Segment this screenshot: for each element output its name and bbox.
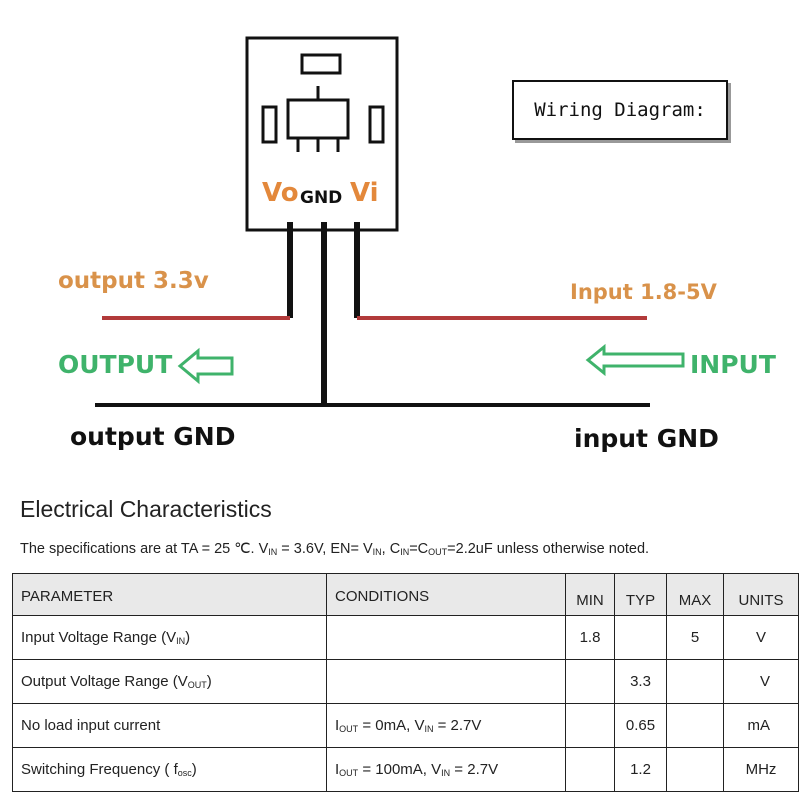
typ-cell: 1.2 [614,747,667,792]
header-max: MAX [666,573,724,616]
table-row: No load input current IOUT = 0mA, VIN = … [12,703,799,748]
units-cell: MHz [723,747,799,792]
chip-legs [296,86,340,152]
table-row: Switching Frequency ( fosc) IOUT = 100mA… [12,747,799,792]
conditions-cell [326,615,566,660]
table-row: Output Voltage Range (VOUT) 3.3 V [12,659,799,704]
pin-label-vo: Vo [262,178,299,208]
output-voltage-label: output 3.3v [58,268,209,294]
module-pins [287,222,360,405]
min-cell: 1.8 [565,615,615,660]
max-cell [666,659,724,704]
conditions-cell [326,659,566,704]
header-typ: TYP [614,573,667,616]
max-cell [666,747,724,792]
input-voltage-label: Input 1.8-5V [570,280,717,304]
max-cell [666,703,724,748]
header-min: MIN [565,573,615,616]
table-row: Input Voltage Range (VIN) 1.8 5 V [12,615,799,660]
wiring-diagram [95,36,685,407]
header-conditions: CONDITIONS [326,573,566,616]
parameter-cell: Output Voltage Range (VOUT) [12,659,327,704]
pin-label-vi: Vi [350,178,379,208]
typ-cell: 3.3 [614,659,667,704]
parameter-cell: Switching Frequency ( fosc) [12,747,327,792]
units-cell: V [723,615,799,660]
specification-note: The specifications are at TA = 25 ℃. VIN… [20,541,650,557]
table-header-row: PARAMETER CONDITIONS MIN TYP MAX UNITS [12,573,799,616]
min-cell [565,659,615,704]
conditions-cell: IOUT = 0mA, VIN = 2.7V [326,703,566,748]
electrical-characteristics-table: PARAMETER CONDITIONS MIN TYP MAX UNITS I… [12,573,799,792]
parameter-cell: No load input current [12,703,327,748]
header-units: UNITS [723,573,799,616]
conditions-cell: IOUT = 100mA, VIN = 2.7V [326,747,566,792]
right-pad [368,105,385,144]
output-gnd-label: output GND [70,422,236,451]
min-cell [565,703,615,748]
typ-cell [614,615,667,660]
input-gnd-label: input GND [574,424,719,453]
units-cell: mA [723,703,799,748]
output-arrow-icon [177,347,234,385]
typ-cell: 0.65 [614,703,667,748]
input-label: INPUT [690,350,776,379]
wiring-diagram-title: Wiring Diagram: [512,80,728,140]
pin-label-gnd: GND [300,188,343,208]
chip-body [286,98,350,140]
max-cell: 5 [666,615,724,660]
header-parameter: PARAMETER [12,573,327,616]
top-pad [300,53,342,75]
input-arrow-icon [585,343,685,377]
min-cell [565,747,615,792]
parameter-cell: Input Voltage Range (VIN) [12,615,327,660]
left-pad [261,105,278,144]
electrical-characteristics-title: Electrical Characteristics [20,496,272,522]
output-label: OUTPUT [58,350,173,379]
units-cell: V [723,659,799,704]
